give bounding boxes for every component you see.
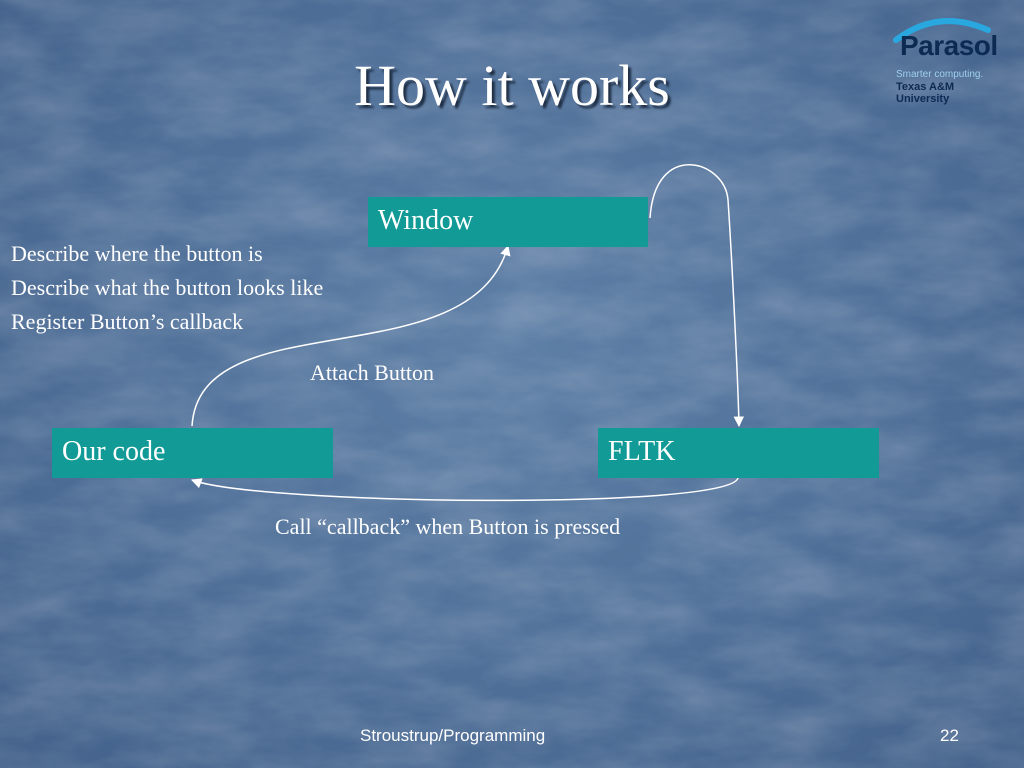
window-to-fltk-arrow (649, 164, 745, 428)
attach-button-label: Attach Button (310, 360, 435, 385)
slide-title: How it works (354, 53, 670, 118)
logo-tagline: Smarter computing. (896, 69, 984, 80)
fltk-box: FLTK (598, 428, 879, 478)
description-line-3: Register Button’s callback (11, 309, 244, 334)
description-line-1: Describe where the button is (11, 241, 263, 266)
callback-label: Call “callback” when Button is pressed (275, 514, 621, 539)
logo-name: Parasol (900, 30, 998, 61)
logo-arc-icon (893, 18, 991, 43)
page-number: 22 (940, 726, 959, 745)
logo-university: Texas A&M University (896, 81, 955, 105)
parasol-logo: Parasol Smarter computing. Texas A&M Uni… (888, 14, 1008, 105)
footer-text: Stroustrup/Programming (360, 726, 546, 745)
description-line-2: Describe what the button looks like (11, 275, 324, 300)
attach-button-arrow (191, 244, 511, 427)
callback-arrow (191, 477, 739, 502)
window-box: Window (368, 197, 648, 247)
our-code-box: Our code (52, 428, 333, 478)
